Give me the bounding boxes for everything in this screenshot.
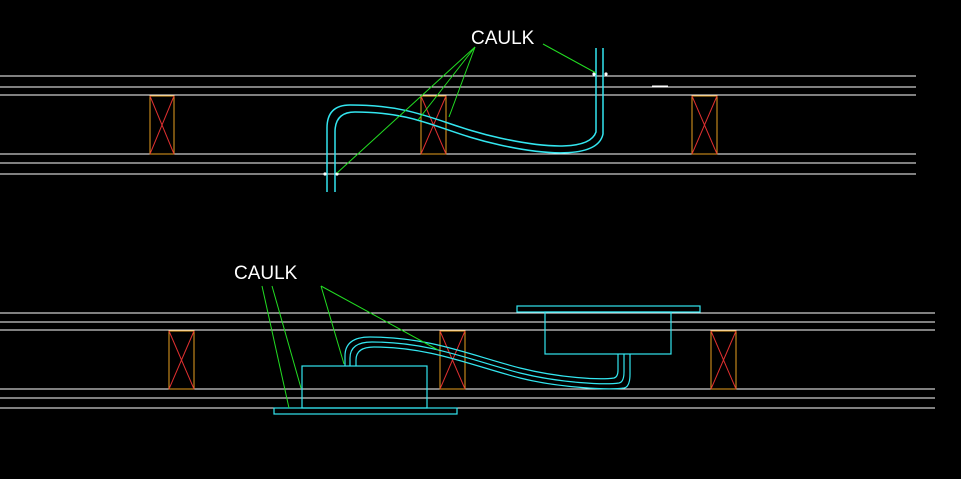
bottom-blocking-2 (439, 330, 466, 390)
top-flex-duct (326, 48, 604, 192)
bottom-flex-cable (344, 336, 631, 390)
top-caulk-beads (323, 72, 608, 176)
bottom-detail: CAULK (0, 263, 935, 415)
top-leader-lines (336, 43, 597, 174)
bottom-blocking-1 (168, 330, 195, 390)
bottom-structure-lines (0, 312, 935, 409)
lower-device-box (273, 365, 458, 415)
top-blocking-3 (691, 95, 718, 155)
bottom-blocking-3 (710, 330, 737, 390)
top-structure-lines (0, 75, 916, 175)
bottom-leader-lines (261, 285, 439, 409)
top-blocking-1 (149, 95, 175, 155)
upper-device-box (516, 305, 701, 355)
top-detail: CAULK (0, 28, 916, 192)
caulk-label-top: CAULK (471, 28, 535, 49)
caulk-label-bottom: CAULK (234, 263, 298, 284)
